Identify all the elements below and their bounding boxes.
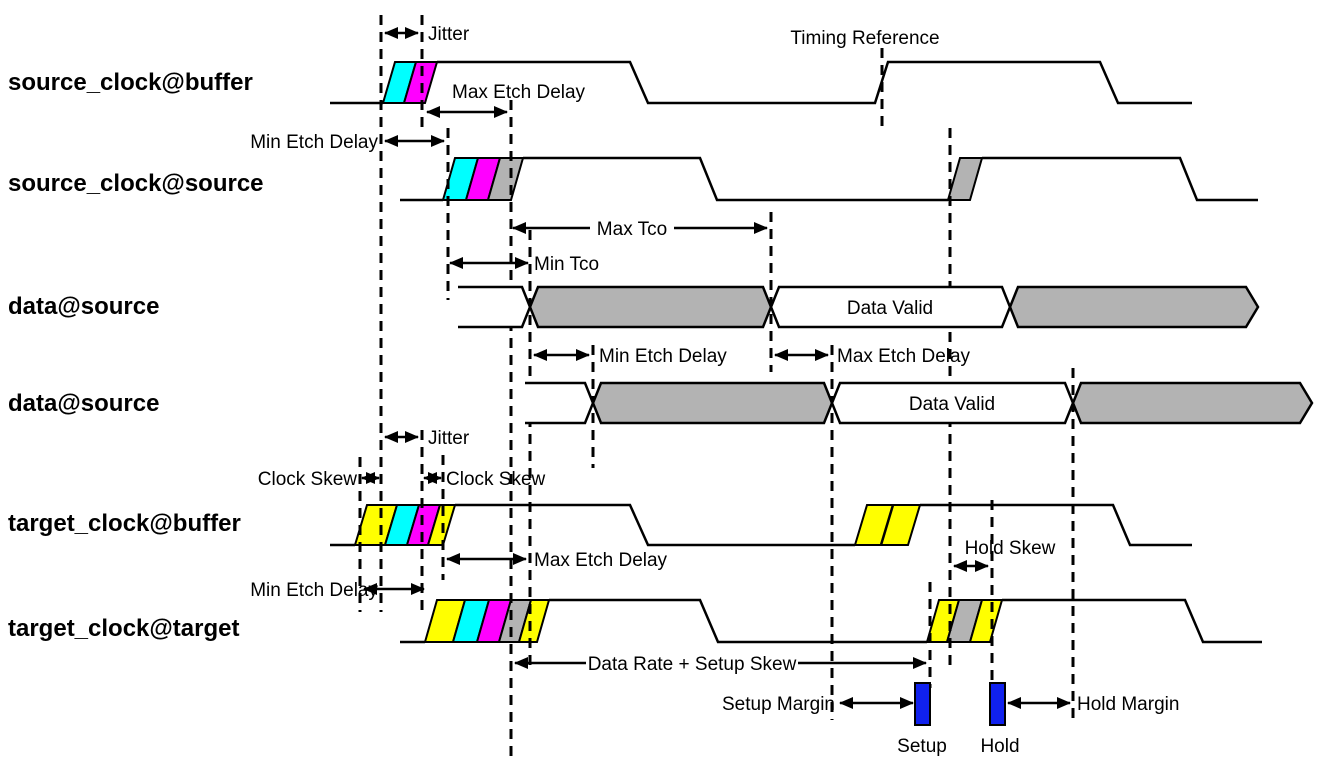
label-max-etch-delay-data: Max Etch Delay — [837, 346, 971, 367]
label-data-valid-1: Data Valid — [847, 298, 933, 319]
clock-waveforms — [330, 60, 1262, 644]
label-hold: Hold — [980, 736, 1019, 757]
data1-invalid-region — [528, 285, 773, 329]
waveform-target-clock-buffer — [330, 503, 1192, 547]
dashed-reference-lines — [358, 15, 1075, 760]
band-divider-line — [879, 504, 895, 546]
waveform-target-clock-target — [400, 598, 1262, 644]
label-setup: Setup — [897, 736, 947, 757]
label-data-valid-2: Data Valid — [909, 394, 995, 415]
setup-marker — [914, 682, 931, 726]
label-min-tco: Min Tco — [534, 254, 599, 275]
label-jitter-top: Jitter — [428, 24, 470, 45]
data2-invalid-region — [1071, 381, 1314, 425]
label-min-etch-delay-target: Min Etch Delay — [250, 580, 378, 601]
label-clock-skew-right: Clock Skew — [446, 469, 546, 490]
label-min-etch-delay-data: Min Etch Delay — [599, 346, 727, 367]
dimension-arrows — [361, 27, 1071, 709]
waveform-source-clock-source — [400, 156, 1258, 202]
label-hold-margin: Hold Margin — [1077, 694, 1179, 715]
signal-label-source-clock-buffer: source_clock@buffer — [8, 69, 253, 96]
signal-label-target-clock-buffer: target_clock@buffer — [8, 510, 241, 537]
label-setup-margin: Setup Margin — [722, 694, 835, 715]
data1-invalid-region — [1008, 285, 1260, 329]
label-data-rate-setup-skew: Data Rate + Setup Skew — [588, 654, 797, 675]
signal-labels: source_clock@buffer source_clock@source … — [8, 69, 264, 642]
label-max-etch-delay-source: Max Etch Delay — [452, 82, 586, 103]
label-hold-skew: Hold Skew — [965, 538, 1056, 559]
label-jitter-target: Jitter — [428, 428, 470, 449]
label-max-tco: Max Tco — [597, 219, 667, 240]
data-bus-shapes — [458, 285, 1314, 425]
signal-label-data-source-1: data@source — [8, 293, 159, 320]
label-timing-reference: Timing Reference — [790, 28, 939, 49]
signal-label-source-clock-source: source_clock@source — [8, 170, 264, 197]
hold-marker — [989, 682, 1006, 726]
label-clock-skew-left: Clock Skew — [258, 469, 358, 490]
data2-invalid-region — [591, 381, 834, 425]
etch-delay-band-gray — [946, 157, 984, 201]
annotation-labels: Jitter Timing Reference Max Etch Delay M… — [250, 24, 1179, 757]
signal-label-target-clock-target: target_clock@target — [8, 615, 239, 642]
signal-label-data-source-2: data@source — [8, 390, 159, 417]
waveform-source-clock-buffer — [330, 60, 1192, 105]
label-min-etch-delay-source: Min Etch Delay — [250, 132, 378, 153]
data2-leadin — [525, 381, 595, 425]
data1-leadin — [458, 285, 532, 329]
label-max-etch-delay-target: Max Etch Delay — [534, 550, 668, 571]
